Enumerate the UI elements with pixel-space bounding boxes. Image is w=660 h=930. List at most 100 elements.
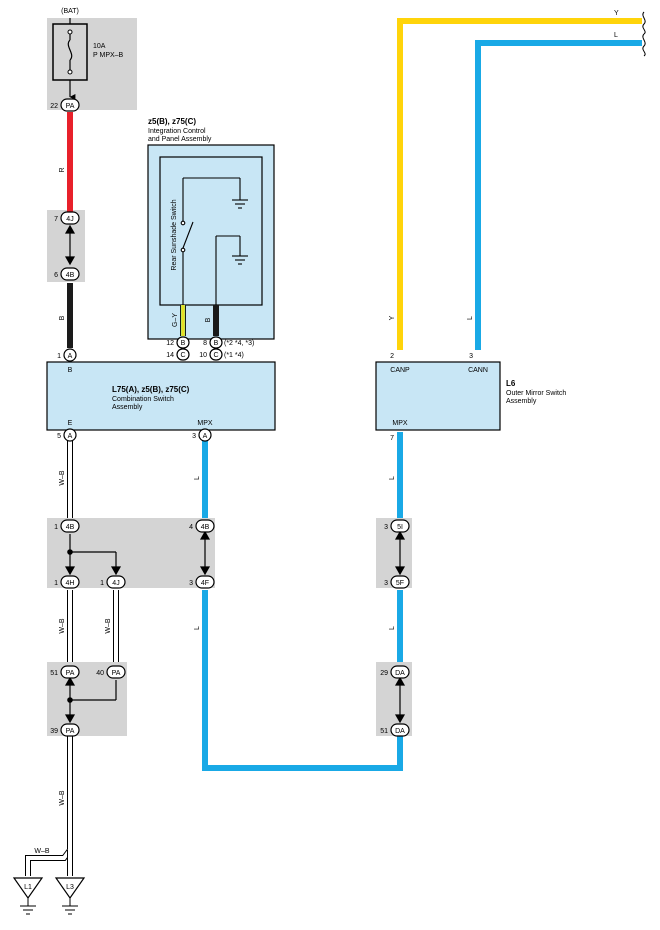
wire-break-y-icon [642,11,646,35]
wire-label-l-side: L [467,316,474,320]
p1-conn: PA [66,670,75,677]
mirror-code: L6 [506,379,516,388]
combination-term-e: E [68,420,73,427]
r1-conn: 5I [397,524,403,531]
wire-blue-l [475,40,642,350]
integration-codes: z5(B), z75(C) [148,117,196,126]
wire-label-l2: L [194,626,201,630]
rear-sunshade-switch-label: Rear Sunshade Switch [171,199,178,270]
connector-ovals [60,98,410,737]
j6-pin: 6 [54,272,58,279]
combination-pin-e: 5 [57,433,61,440]
integration-name-1: Integration Control [148,128,206,135]
combination-name-1: Combination Switch [112,396,174,403]
w1-conn: 4B [66,524,75,531]
m2-pin: 3 [189,580,193,587]
wire-label-l4: L [389,626,396,630]
p3-conn: PA [66,728,75,735]
j7-conn: 4J [66,216,73,223]
w1-pin: 1 [54,524,58,531]
combination-pin-b: 1 [57,353,61,360]
r1-pin: 3 [384,524,388,531]
ground-label-l3: L3 [66,884,74,891]
j7-pin: 7 [54,216,58,223]
integration-conn-b2: C [213,352,218,359]
d2-conn: DA [395,728,405,735]
wire-label-l-top: L [614,32,618,39]
fuse-rating: 10A [93,43,106,50]
integration-name-2: and Panel Assembly [148,136,212,143]
integration-pin-a1: 12 [166,340,174,347]
r2-pin: 3 [384,580,388,587]
fuse-element-icon [67,39,73,61]
combination-pin-mpx: 3 [192,433,196,440]
ground-label-l1: L1 [24,884,32,891]
mirror-pin-cann: 3 [469,353,473,360]
m1-pin: 4 [189,524,193,531]
wire-label-wb1: W–B [59,470,66,486]
integration-pin-b2: 10 [199,352,207,359]
combination-conn-e: A [68,433,73,440]
p3-pin: 39 [50,728,58,735]
fuse-name: P MPX–B [93,52,124,59]
combination-term-b: B [68,367,73,374]
wire-label-l1: L [194,476,201,480]
r2-conn: 5F [396,580,404,587]
m2-conn: 4F [201,580,209,587]
integration-pin-a2: 14 [166,352,174,359]
mirror-name-1: Outer Mirror Switch [506,390,566,397]
ground-l1-icon [12,877,44,915]
wire-label-wb4: W–B [59,790,66,806]
wire-blue-mpx [202,432,403,771]
wire-label-wb3: W–B [105,618,112,634]
p1-pin: 51 [50,670,58,677]
mirror-term-cann: CANN [468,367,488,374]
wire-label-b2: B [205,317,212,322]
mirror-name-2: Assembly [506,398,537,405]
wire-label-l3: L [389,476,396,480]
j6-conn: 4B [66,272,75,279]
mirror-term-canp: CANP [390,367,410,374]
integration-conn-a1: B [181,340,186,347]
integration-conn-b1: B [214,340,219,347]
combination-conn-mpx: A [203,433,208,440]
integration-note-1: (*2 *4, *3) [224,340,254,347]
wire-label-y-side: Y [389,315,396,320]
combination-codes: L75(A), z5(B), z75(C) [112,385,190,394]
junction-internals [64,224,406,724]
w3-conn: 4J [112,580,119,587]
p2-conn: PA [112,670,121,677]
wire-label-wb2: W–B [59,618,66,634]
fuse-pin: 22 [50,103,58,110]
d2-pin: 51 [380,728,388,735]
fuse-conn: PA [66,103,75,110]
combination-name-2: Assembly [112,404,143,411]
combination-conn-b: A [68,353,73,360]
wire-label-wb5: W–B [34,848,50,855]
combination-term-mpx: MPX [197,420,213,427]
d1-pin: 29 [380,670,388,677]
wire-label-b1: B [59,315,66,320]
fuse-box [47,18,137,110]
mirror-term-mpx: MPX [392,420,408,427]
integration-control-inner-box [159,156,263,306]
mirror-pin-canp: 2 [390,353,394,360]
wire-white-black-group [25,441,119,876]
integration-conn-a2: C [180,352,185,359]
combination-switch-box [46,361,276,431]
rear-sunshade-switch-icon [180,177,248,305]
integration-note-2: (*1 *4) [224,352,244,359]
ground-l3-icon [54,877,86,915]
wire-label-r: R [59,167,66,172]
wire-label-y-top: Y [614,10,619,17]
w2-pin: 1 [54,580,58,587]
wire-break-l-icon [642,33,646,57]
w2-conn: 4H [66,580,75,587]
outer-mirror-switch-box [375,361,501,431]
p2-pin: 40 [96,670,104,677]
wire-label-gy: G–Y [172,313,179,327]
fuse-source-label: (BAT) [61,8,79,15]
m1-conn: 4B [201,524,210,531]
mirror-pin-mpx: 7 [390,435,394,442]
